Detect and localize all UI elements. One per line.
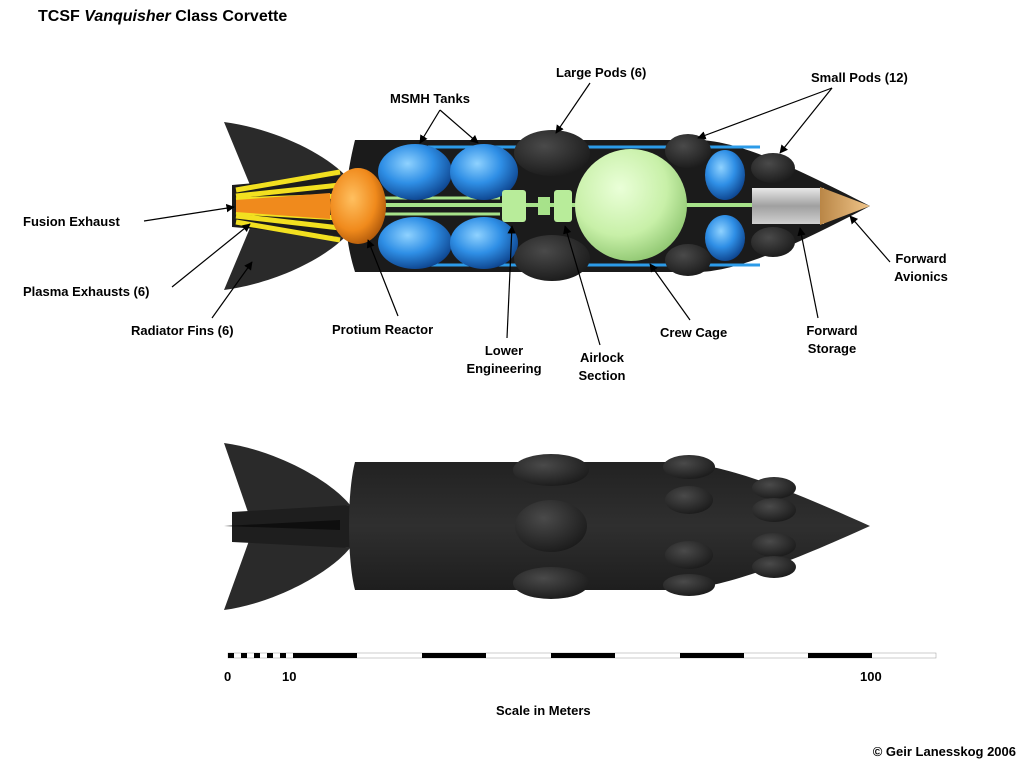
exterior-view — [224, 443, 870, 610]
label-lower-engineering: Lower Engineering — [466, 343, 542, 376]
label-small-pods: Small Pods (12) — [811, 70, 908, 85]
diagram-title: TCSF Vanquisher Class Corvette — [38, 8, 287, 26]
fusion-exhaust — [236, 193, 330, 219]
airlock-section — [554, 190, 572, 222]
forward-storage — [752, 188, 824, 224]
label-plasma-exhausts: Plasma Exhausts (6) — [23, 284, 150, 299]
exterior-hull — [349, 462, 870, 590]
scale-bar — [227, 652, 937, 659]
label-large-pods: Large Pods (6) — [556, 65, 647, 80]
exterior-fin-lower — [224, 538, 350, 610]
crew-cage — [575, 149, 687, 261]
label-forward-avionics: Forward Avionics — [894, 251, 948, 284]
scale-tick-100: 100 — [860, 669, 882, 684]
title-prefix: TCSF — [38, 8, 80, 25]
leader-lines — [143, 82, 891, 346]
label-forward-storage: Forward Storage — [806, 323, 858, 356]
label-crew-cage: Crew Cage — [660, 325, 728, 340]
label-fusion-exhaust: Fusion Exhaust — [23, 214, 120, 229]
radiator-fin-lower — [224, 228, 345, 290]
protium-reactor — [330, 168, 386, 244]
scale-tick-10: 10 — [282, 669, 297, 684]
forward-avionics — [820, 187, 870, 225]
cutaway-view — [224, 122, 870, 290]
copyright-notice: © Geir Lanesskog 2006 — [872, 744, 1016, 759]
label-msmh-tanks: MSMH Tanks — [390, 91, 470, 106]
lower-engineering — [502, 190, 526, 222]
scale-caption: Scale in Meters — [496, 703, 591, 718]
label-radiator-fins: Radiator Fins (6) — [131, 323, 234, 338]
scale-tick-0: 0 — [224, 669, 232, 684]
label-protium-reactor: Protium Reactor — [332, 322, 434, 337]
title-ship-name: Vanquisher — [84, 8, 171, 25]
title-suffix: Class Corvette — [175, 8, 288, 25]
exterior-fin-upper — [224, 443, 350, 518]
radiator-fin-upper — [224, 122, 345, 185]
label-airlock-section: Airlock Section — [578, 350, 626, 383]
